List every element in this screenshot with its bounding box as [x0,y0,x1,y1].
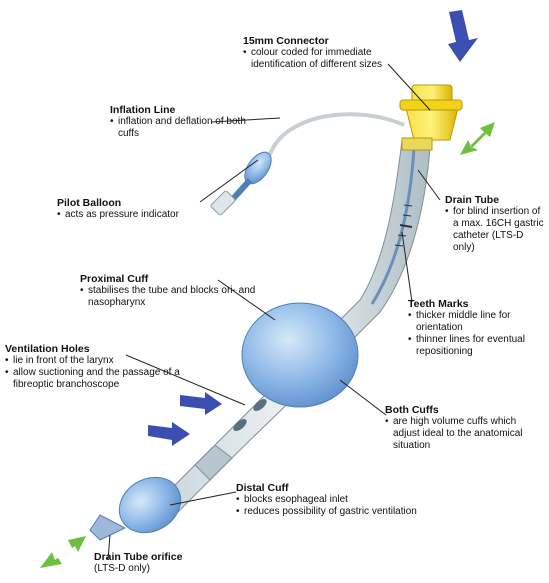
proximal-cuff [242,303,358,407]
label-title: Proximal Cuff [80,273,265,285]
label-title: Drain Tube [445,194,545,206]
label-drain-tube-orifice: Drain Tube orifice (LTS-D only) [94,551,224,575]
label-ventilation-holes: Ventilation Holes lie in front of the la… [5,343,220,391]
blue-arrow-vent-1 [180,392,222,415]
label-drain-tube: Drain Tube for blind insertion of a max.… [445,194,545,254]
label-title: Ventilation Holes [5,343,220,355]
blue-arrow-vent-2 [148,422,190,446]
distal-cuff [109,466,190,543]
label-line: allow suctioning and the passage of a fi… [5,367,220,391]
label-line: colour coded for immediate identificatio… [243,47,413,71]
label-line: stabilises the tube and blocks ori- and … [80,285,265,309]
label-title: Inflation Line [110,104,255,116]
label-title: Pilot Balloon [57,197,207,209]
label-line: thicker middle line for orientation [408,310,543,334]
label-line: acts as pressure indicator [57,209,207,221]
label-title: Both Cuffs [385,404,545,416]
label-note: (LTS-D only) [94,563,224,575]
green-arrow-bottom [40,536,86,568]
label-title: Teeth Marks [408,298,543,310]
label-line: reduces possibility of gastric ventilati… [236,506,451,518]
label-both-cuffs: Both Cuffs are high volume cuffs which a… [385,404,545,452]
inflation-line [268,114,404,158]
label-inflation-line: Inflation Line inflation and deflation o… [110,104,255,140]
label-title: Drain Tube orifice [94,551,224,563]
label-pilot-balloon: Pilot Balloon acts as pressure indicator [57,197,207,221]
label-title: 15mm Connector [243,35,413,47]
blue-arrow-top [448,10,478,62]
label-title: Distal Cuff [236,482,451,494]
label-line: for blind insertion of a max. 16CH gastr… [445,206,545,254]
pilot-balloon [210,148,276,216]
label-line: blocks esophageal inlet [236,494,451,506]
yellow-connector [400,85,462,150]
drain-tube-tip [90,515,125,540]
label-line: inflation and deflation of both cuffs [110,116,255,140]
label-15mm-connector: 15mm Connector colour coded for immediat… [243,35,413,71]
label-distal-cuff: Distal Cuff blocks esophageal inlet redu… [236,482,451,518]
label-line: thinner lines for eventual repositioning [408,334,543,358]
label-line: lie in front of the larynx [5,355,220,367]
label-line: are high volume cuffs which adjust ideal… [385,416,545,452]
label-proximal-cuff: Proximal Cuff stabilises the tube and bl… [80,273,265,309]
label-teeth-marks: Teeth Marks thicker middle line for orie… [408,298,543,358]
green-arrow-top [460,122,495,155]
